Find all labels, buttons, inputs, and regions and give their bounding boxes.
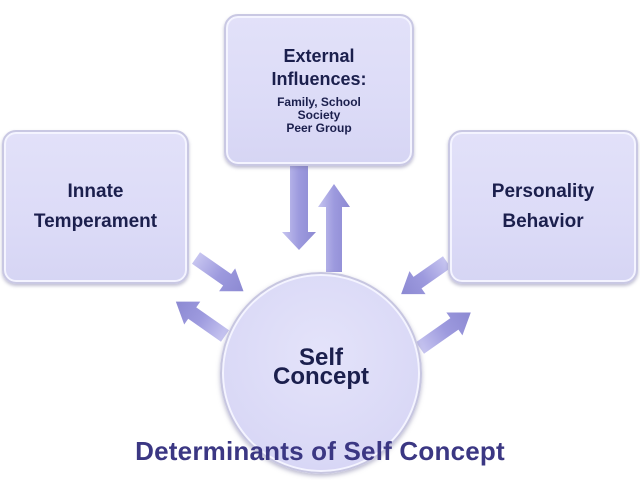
- arrow-top-up: [318, 184, 350, 272]
- node-external-influences-details: Family, School Society Peer Group: [277, 96, 361, 135]
- detail-family-school: Family, School: [277, 95, 361, 109]
- node-self-concept-line2: Concept: [273, 363, 369, 390]
- node-innate-temperament: Innate Temperament: [2, 130, 189, 284]
- detail-peer-group: Peer Group: [286, 121, 352, 135]
- node-innate-temperament-line2: Temperament: [33, 211, 158, 232]
- node-external-influences: External Influences: Family, School Soci…: [224, 14, 414, 166]
- node-innate-temperament-line1: Innate: [67, 181, 124, 202]
- diagram-title: Determinants of Self Concept: [135, 436, 505, 466]
- node-self-concept: Self Concept: [220, 272, 422, 474]
- detail-society: Society: [297, 108, 341, 122]
- node-personality-behavior-line1: Personality: [491, 181, 595, 202]
- node-external-influences-line1: External: [283, 46, 355, 66]
- node-external-influences-line2: Influences:: [271, 69, 367, 89]
- node-personality-behavior-line2: Behavior: [502, 211, 584, 232]
- node-personality-behavior: Personality Behavior: [448, 130, 638, 284]
- arrow-top-down: [282, 166, 316, 250]
- node-self-concept-line1: Self: [298, 344, 343, 371]
